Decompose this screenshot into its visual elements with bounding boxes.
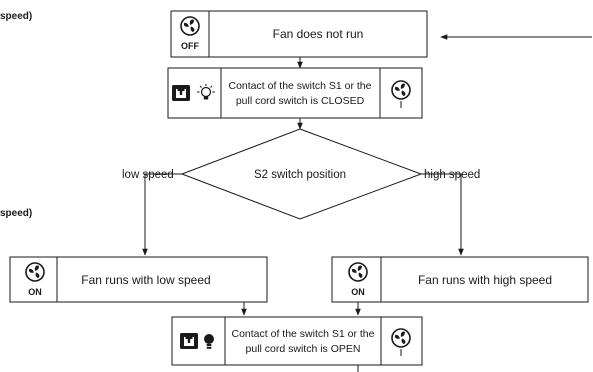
off-box-text: Fan does not run bbox=[273, 27, 364, 41]
lightbulb-on-icon bbox=[204, 334, 214, 349]
on-badge-high: ON bbox=[351, 287, 365, 297]
open-box-line2: pull cord switch is OPEN bbox=[246, 343, 361, 355]
open-box-line1: Contact of the switch S1 or the bbox=[232, 328, 375, 340]
node-fan-high: ON Fan runs with high speed bbox=[331, 256, 589, 303]
node-fan-off: OFF Fan does not run bbox=[170, 10, 428, 58]
fan-icon bbox=[348, 262, 368, 282]
fan-icon bbox=[25, 262, 45, 282]
node-fan-low: ON Fan runs with low speed bbox=[9, 256, 268, 303]
lightbulb-off-icon bbox=[197, 84, 215, 100]
node-contact-open: Contact of the switch S1 or the pull cor… bbox=[171, 316, 423, 366]
closed-box-line1: Contact of the switch S1 or the bbox=[229, 80, 372, 92]
fan-slowing-icon bbox=[391, 80, 411, 108]
margin-caption-top: speed) bbox=[0, 11, 32, 22]
decision-text: S2 switch position bbox=[254, 169, 346, 181]
connectors bbox=[142, 34, 592, 372]
closed-box-line2: pull cord switch is CLOSED bbox=[236, 95, 365, 107]
arrow-high-branch bbox=[421, 173, 464, 256]
switch-icon bbox=[172, 85, 190, 101]
decision-s2-switch: S2 switch position bbox=[180, 128, 423, 220]
fan-icon bbox=[180, 16, 200, 36]
on-badge-low: ON bbox=[28, 287, 42, 297]
off-badge: OFF bbox=[181, 41, 199, 51]
fan-slowing-icon bbox=[391, 328, 411, 356]
high-box-text: Fan runs with high speed bbox=[418, 273, 552, 287]
node-contact-closed: Contact of the switch S1 or the pull cor… bbox=[167, 67, 423, 119]
low-box-text: Fan runs with low speed bbox=[81, 273, 210, 287]
branch-label-low: low speed bbox=[122, 169, 174, 181]
switch-icon bbox=[180, 333, 198, 349]
arrow-low-branch bbox=[142, 173, 182, 256]
margin-caption-middle: speed) bbox=[0, 208, 32, 219]
branch-label-high: high speed bbox=[424, 169, 480, 181]
